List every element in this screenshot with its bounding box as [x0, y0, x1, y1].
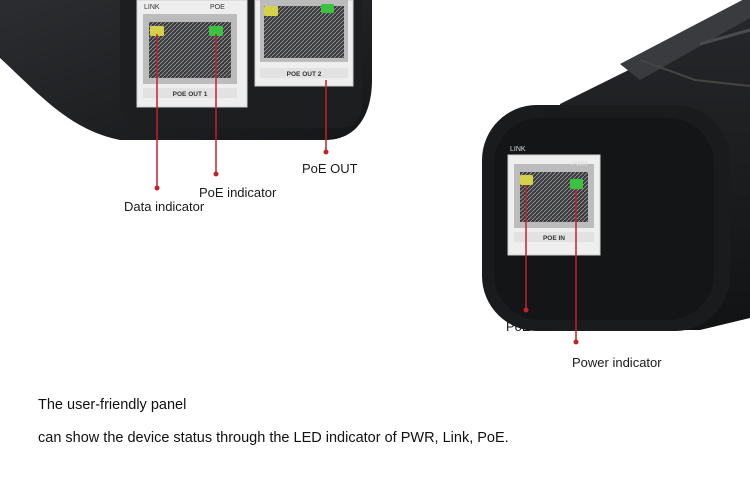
port1-link-text: LINK [144, 4, 160, 11]
poe-indicator-label: PoE indicator [199, 185, 277, 200]
right-link-text: LINK [510, 146, 526, 153]
power-indicator-label: Power indicator [572, 355, 662, 370]
poe-led-icon [209, 26, 223, 36]
left-callouts [154, 34, 329, 191]
poe-out-1-port: LINK POE POE OUT 1 [136, 0, 248, 108]
pwr-led-icon [570, 179, 583, 189]
port1-label: POE OUT 1 [173, 91, 208, 98]
right-device: POE IN LINK PWR [482, 0, 750, 331]
poe-out-label: PoE OUT [302, 161, 358, 176]
link-led-icon [520, 175, 533, 185]
poe-in-port-label: POE IN [543, 235, 565, 242]
poe-out-2-port: POE OUT 2 [254, 0, 354, 87]
port1-poe-text: POE [210, 4, 225, 11]
right-callouts [523, 185, 579, 345]
data-indicator-label: Data indicator [124, 199, 205, 214]
poe-in-port: POE IN [507, 154, 601, 256]
caption-line-2: can show the device status through the L… [38, 430, 509, 446]
link-led-icon [150, 26, 164, 36]
caption-line-1: The user-friendly panel [38, 397, 187, 413]
right-pwr-text: PWR [571, 161, 587, 168]
port2-label: POE OUT 2 [287, 71, 322, 78]
left-device: LINK POE POE OUT 1 POE OUT 2 [0, 0, 372, 140]
poe-in-label: PoE IN [506, 319, 548, 334]
